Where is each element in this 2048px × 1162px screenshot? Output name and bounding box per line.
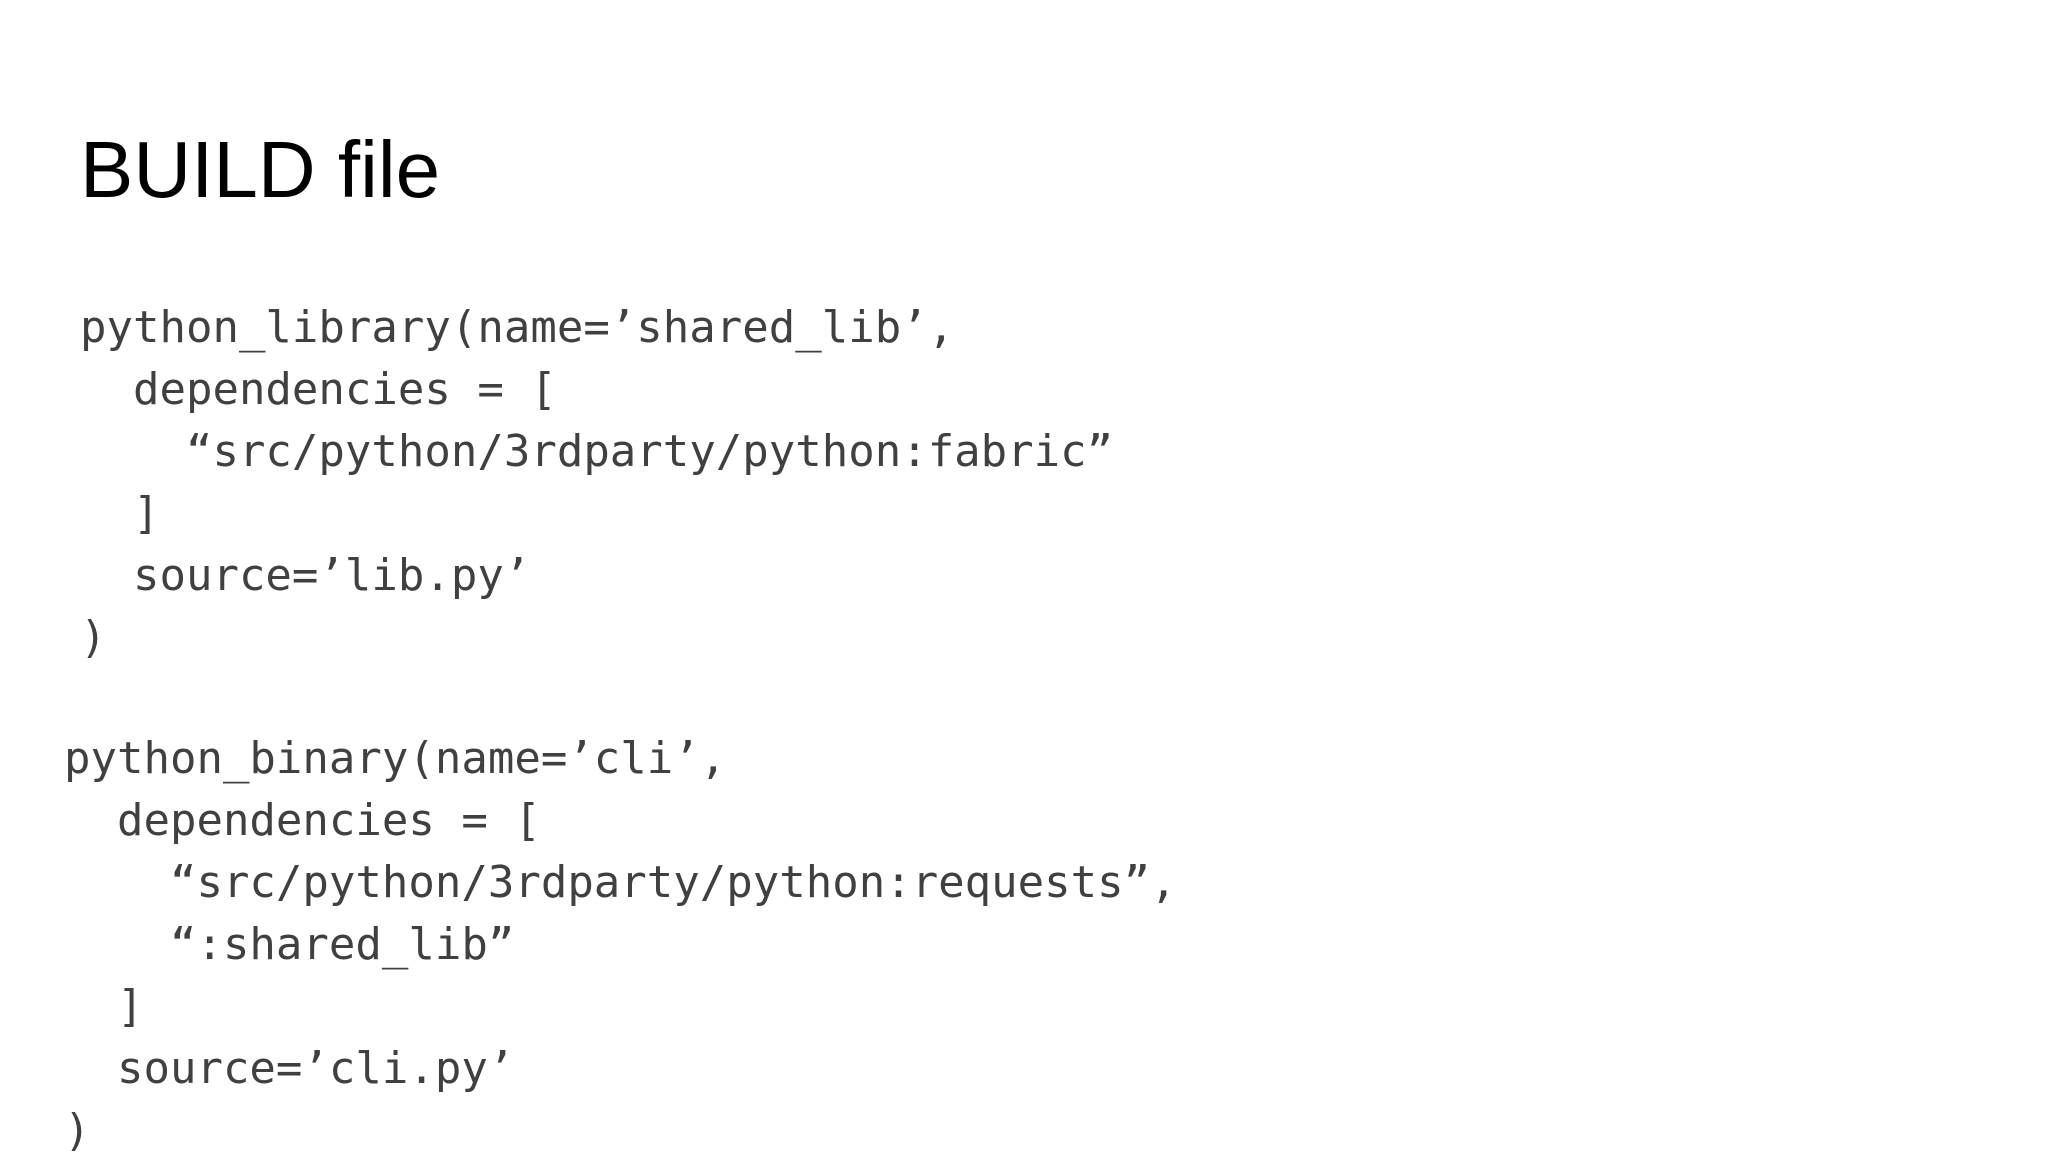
code-line: ] — [80, 488, 160, 539]
code-line: “src/python/3rdparty/python:fabric” — [80, 426, 1114, 477]
code-line: “src/python/3rdparty/python:requests”, — [64, 857, 1177, 908]
code-line: source=’cli.py’ — [64, 1043, 515, 1094]
code-line: source=’lib.py’ — [80, 550, 531, 601]
code-line: python_binary(name=’cli’, — [64, 733, 727, 784]
code-line: ) — [64, 1105, 91, 1156]
code-line: ) — [80, 612, 107, 663]
code-block-python-binary: python_binary(name=’cli’, dependencies =… — [64, 728, 1177, 1162]
code-line: ] — [64, 981, 144, 1032]
code-line: dependencies = [ — [64, 795, 541, 846]
code-block-python-library: python_library(name=’shared_lib’, depend… — [80, 297, 1113, 669]
code-line: “:shared_lib” — [64, 919, 515, 970]
code-line: dependencies = [ — [80, 364, 557, 415]
slide-title: BUILD file — [80, 125, 441, 214]
code-line: python_library(name=’shared_lib’, — [80, 302, 955, 353]
